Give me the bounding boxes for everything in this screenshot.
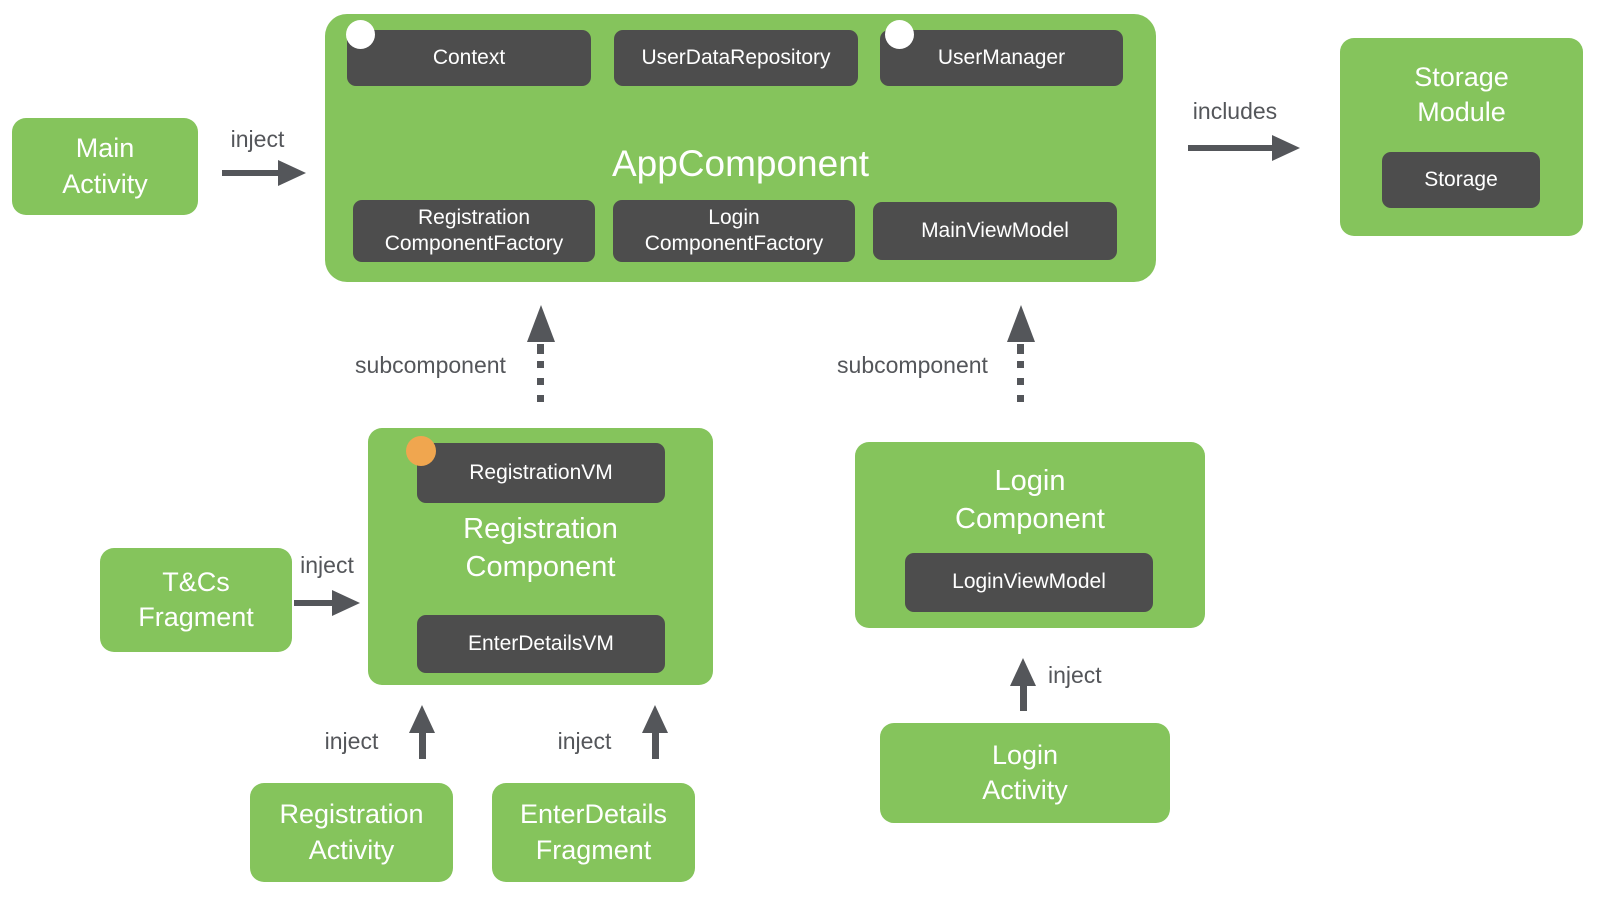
login-component-title: Login Component: [955, 465, 1105, 536]
scope-dot-icon: [406, 436, 436, 466]
login-component-box: Login Component LoginViewModel: [855, 442, 1205, 628]
scope-dot-icon: [885, 20, 914, 49]
registration-vm-box: RegistrationVM: [417, 443, 665, 503]
edge-label-subcomponent: subcomponent: [355, 352, 506, 378]
dotted-arrow-stub: [537, 344, 544, 354]
arrow-up-line: [419, 733, 426, 759]
edge-label-inject: inject: [324, 728, 379, 754]
main-activity-box: Main Activity: [12, 118, 198, 215]
enterdetails-fragment-box: EnterDetails Fragment: [492, 783, 695, 882]
arrow-right-line: [1188, 145, 1272, 151]
dotted-arrow-up-icon: [527, 305, 555, 342]
edge-label-includes: includes: [1192, 98, 1278, 124]
arrow-up-icon: [409, 705, 435, 733]
storage-module-box: Storage Module Storage: [1340, 38, 1583, 236]
registration-activity-box: Registration Activity: [250, 783, 453, 882]
main-view-model-box: MainViewModel: [873, 202, 1117, 260]
context-box: Context: [347, 30, 591, 86]
tcs-fragment-box: T&Cs Fragment: [100, 548, 292, 652]
edge-label-inject: inject: [230, 126, 285, 152]
login-view-model-box: LoginViewModel: [905, 553, 1153, 612]
edge-label-inject: inject: [300, 552, 354, 578]
arrow-right-icon: [332, 590, 360, 616]
login-activity-box: Login Activity: [880, 723, 1170, 823]
dotted-arrow-stub: [1017, 344, 1024, 354]
dotted-arrow-line: [1017, 361, 1024, 409]
storage-module-title: Storage Module: [1414, 62, 1509, 128]
storage-box: Storage: [1382, 152, 1540, 208]
app-component-box: Context UserDataRepository UserManager A…: [325, 14, 1156, 282]
edge-label-inject: inject: [1048, 662, 1102, 688]
user-manager-box: UserManager: [880, 30, 1123, 86]
user-data-repository-box: UserDataRepository: [614, 30, 858, 86]
arrow-right-line: [294, 600, 332, 606]
arrow-up-line: [652, 733, 659, 759]
edge-label-subcomponent: subcomponent: [837, 352, 988, 378]
registration-component-title: Registration Component: [463, 513, 618, 584]
arrow-up-icon: [1010, 658, 1036, 686]
arrow-up-line: [1020, 686, 1027, 711]
arrow-right-icon: [278, 160, 306, 186]
scope-dot-icon: [346, 20, 375, 49]
arrow-up-icon: [642, 705, 668, 733]
registration-component-box: RegistrationVM Registration Component En…: [368, 428, 713, 685]
arrow-right-line: [222, 170, 278, 176]
dotted-arrow-line: [537, 361, 544, 409]
edge-label-inject: inject: [557, 728, 612, 754]
enter-details-vm-box: EnterDetailsVM: [417, 615, 665, 673]
app-component-title: AppComponent: [611, 143, 870, 184]
registration-component-factory-box: Registration ComponentFactory: [353, 200, 595, 262]
arrow-right-icon: [1272, 135, 1300, 161]
dotted-arrow-up-icon: [1007, 305, 1035, 342]
login-component-factory-box: Login ComponentFactory: [613, 200, 855, 262]
